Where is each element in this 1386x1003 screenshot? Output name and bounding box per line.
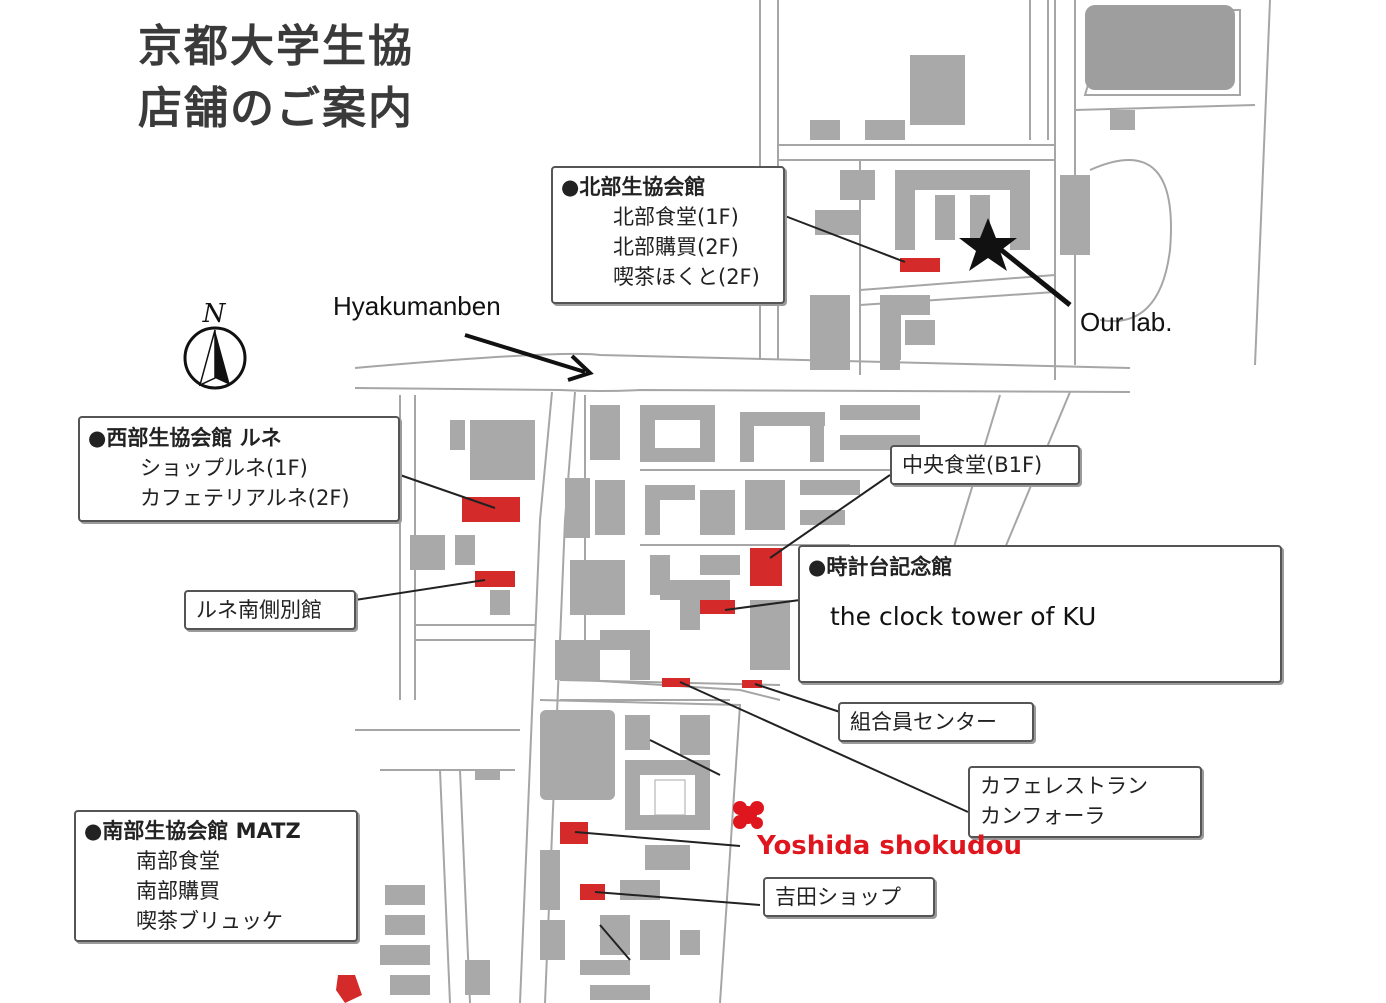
chuo-box: 中央食堂(B1F) [890,445,1080,485]
seibu-line: カフェテリアルネ(2F) [140,486,350,510]
kumiai-label: 組合員センター [850,710,997,734]
nanbu-heading: ●南部生協会館 MATZ [84,819,301,843]
rune-south-box: ルネ南側別館 [184,590,356,630]
rune-south-marker [475,571,515,587]
yoshida-shop-box: 吉田ショップ [763,877,935,917]
hokubu-box: ●北部生協会館 北部食堂(1F) 北部購買(2F) 喫茶ほくと(2F) [551,166,785,304]
leader-lines [354,215,969,961]
nanbu-box: ●南部生協会館 MATZ 南部食堂 南部購買 喫茶ブリュッケ [74,810,358,942]
clock-note: the clock tower of KU [830,602,1097,631]
hokubu-line: 北部食堂(1F) [613,205,739,229]
our-lab-arrow [993,243,1072,307]
buildings [380,5,1235,1000]
flower-marker-icon [733,801,764,829]
hokubu-shop-marker [900,258,940,272]
seibu-shop-marker [462,497,520,522]
hokubu-line: 北部購買(2F) [613,235,739,259]
matz-marker [336,975,362,1003]
clock-box: ●時計台記念館 the clock tower of KU [798,545,1282,683]
page-title-line2: 店舗のご案内 [138,83,414,134]
compass-icon: N [183,299,247,390]
seibu-heading: ●西部生協会館 ルネ [88,426,282,450]
yoshida-shokudou-label: Yoshida shokudou [757,831,1023,861]
clock-shop-marker [700,600,735,614]
hokubu-line: 喫茶ほくと(2F) [613,265,760,289]
cafe-box: カフェレストラン カンフォーラ [968,766,1202,838]
kumiai-box: 組合員センター [838,702,1034,742]
page-title-line1: 京都大学生協 [138,21,414,72]
yoshida-shop-marker [580,884,605,900]
nanbu-shop-marker [560,822,588,844]
compass-label: N [202,299,227,329]
nanbu-line: 南部購買 [136,879,220,903]
hyakumanben-label: Hyakumanben [333,291,501,321]
hokubu-heading: ●北部生協会館 [561,175,706,199]
shop-markers [336,258,940,1003]
cafe-line: カンフォーラ [980,804,1106,828]
nanbu-line: 南部食堂 [136,849,220,873]
yoshida-shop-label: 吉田ショップ [775,885,901,909]
chuo-label: 中央食堂(B1F) [902,453,1043,477]
star-icon [959,218,1017,271]
seibu-line: ショップルネ(1F) [140,456,308,480]
kumiai-marker [742,680,762,688]
clock-heading: ●時計台記念館 [808,555,953,579]
nanbu-line: 喫茶ブリュッケ [136,909,283,933]
hyakumanben-arrow [464,333,594,382]
rune-south-label: ルネ南側別館 [196,598,322,622]
our-lab-label: Our lab. [1080,307,1173,337]
cafe-marker [662,678,690,687]
seibu-box: ●西部生協会館 ルネ ショップルネ(1F) カフェテリアルネ(2F) [78,416,400,522]
cafe-line: カフェレストラン [980,774,1148,798]
